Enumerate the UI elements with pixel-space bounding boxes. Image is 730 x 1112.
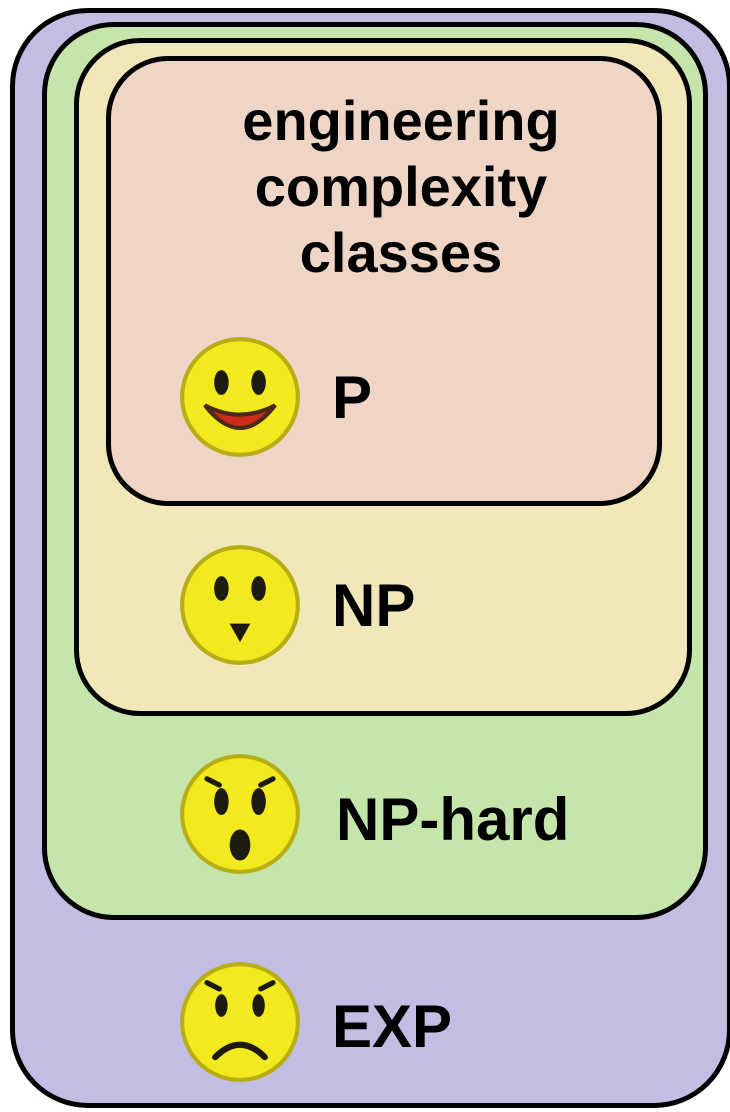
class-label-np: NP — [332, 572, 416, 639]
title-line: classes — [299, 221, 503, 284]
surprised-face-icon — [180, 545, 300, 665]
smiling-face-icon — [180, 337, 300, 457]
diagram-title: engineering complexity classes — [106, 88, 696, 286]
class-label-exp: EXP — [332, 993, 453, 1060]
shocked-face-icon — [180, 754, 300, 874]
class-label-nphard: NP-hard — [336, 786, 570, 853]
title-line: engineering — [242, 89, 560, 152]
title-line: complexity — [254, 155, 548, 218]
class-label-p: P — [332, 364, 373, 431]
frowning-face-icon — [180, 962, 300, 1082]
